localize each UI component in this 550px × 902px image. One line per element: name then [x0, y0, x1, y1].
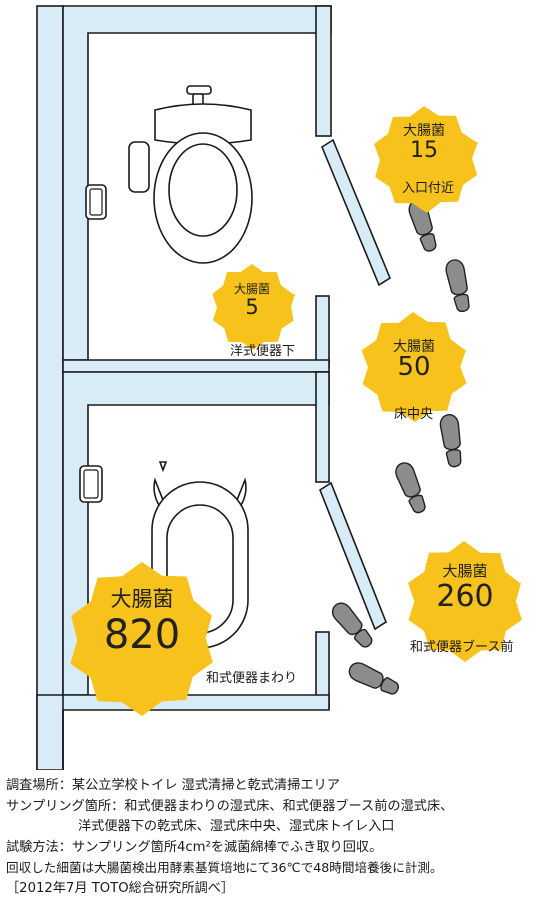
badge-entrance-value: 15: [410, 138, 438, 163]
note-sampling-cont: 洋式便器下の乾式床、湿式床中央、湿式床トイレ入口: [78, 819, 395, 834]
note-location: 調査場所：某公立学校トイレ 湿式清掃と乾式清掃エリア: [6, 778, 340, 793]
badge-japanese-caption: 和式便器まわり: [206, 671, 298, 686]
badge-entrance-title: 大腸菌: [403, 123, 445, 139]
note-source: ［2012年7月 TOTO総合研究所調べ］: [6, 880, 235, 896]
paper-holder-upper: [85, 184, 107, 220]
badge-booth-front-value: 260: [436, 579, 494, 614]
badge-japanese: [70, 562, 213, 716]
badge-entrance: [374, 106, 478, 213]
badge-center: [361, 312, 467, 422]
badge-western-caption: 洋式便器下: [230, 344, 296, 359]
badge-center-value: 50: [397, 352, 431, 382]
badge-western-value: 5: [245, 295, 259, 319]
door-upper: [321, 138, 391, 287]
paper-holder-lower: [79, 465, 103, 503]
badge-booth-front: [408, 541, 522, 662]
badge-western: [212, 264, 295, 350]
badge-japanese-title: 大腸菌: [110, 587, 174, 611]
western-toilet: [128, 85, 253, 264]
toilet-floor-plan: 大腸菌 15 入口付近 大腸菌 5 洋式便器下 大腸菌 50 床中央 大腸菌 2…: [36, 5, 522, 771]
door-lower: [319, 481, 387, 631]
badge-booth-front-title: 大腸菌: [442, 562, 488, 580]
note-culture: 回収した細菌は大腸菌検出用酵素基質培地にて36℃で48時間培養後に計測。: [6, 860, 443, 875]
note-method: 試験方法：サンプリング箇所4cm²を滅菌綿棒でふき取り回収。: [6, 839, 383, 855]
badge-western-title: 大腸菌: [233, 282, 270, 296]
badge-center-title: 大腸菌: [393, 339, 435, 355]
survey-notes: 調査場所：某公立学校トイレ 湿式清掃と乾式清掃エリア サンプリング箇所：和式便器…: [6, 776, 550, 899]
floor-plan-drawing: [36, 5, 522, 771]
badge-center-caption: 床中央: [394, 407, 434, 422]
badge-entrance-caption: 入口付近: [402, 181, 455, 196]
badge-japanese-value: 820: [103, 612, 181, 658]
badge-booth-front-caption: 和式便器ブース前: [410, 640, 514, 655]
wall-outline: [36, 5, 332, 771]
note-sampling: サンプリング箇所：和式便器まわりの湿式床、和式便器ブース前の湿式床、: [6, 798, 454, 814]
